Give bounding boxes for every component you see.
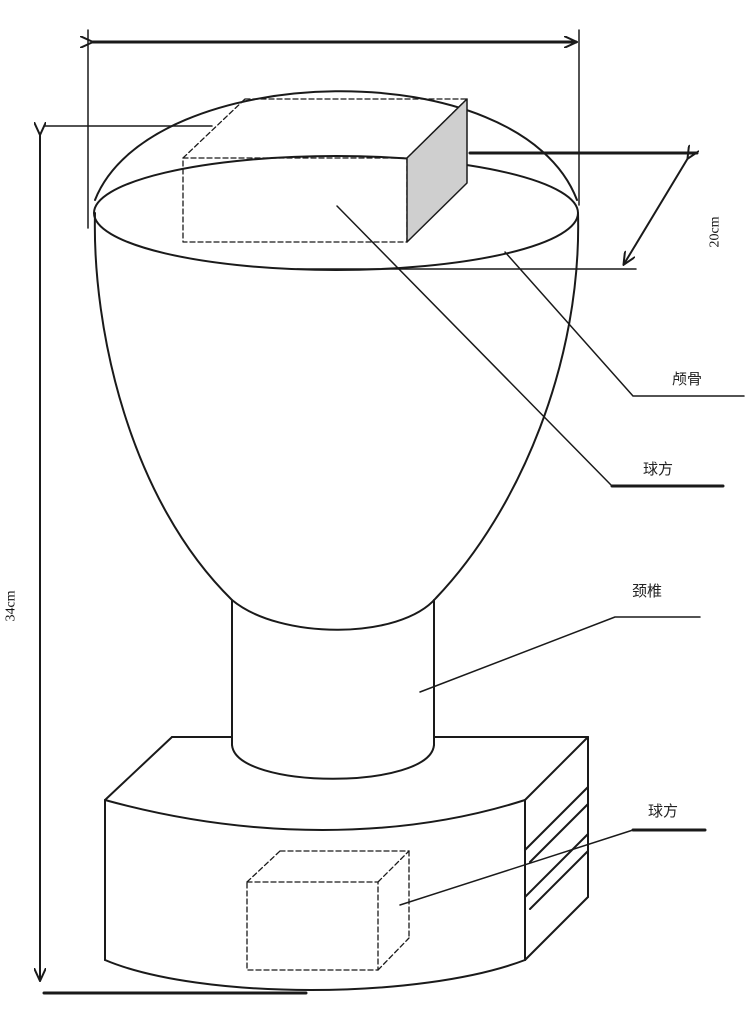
label-cervical: 颈椎 [632,582,663,600]
label-skull: 颅骨 [672,370,703,388]
skull-box [182,98,468,243]
leader-cervical [419,616,701,693]
label-ball-box-base: 球方 [648,802,679,820]
base-block [104,736,589,991]
head-face-outline [93,212,580,631]
neck-bottom-curve [231,744,435,780]
leader-ball-box-base [399,829,706,906]
dimension-depth-label: 20cm [707,216,723,248]
base-box [246,850,410,971]
dimension-height-label: 34cm [3,590,19,622]
skull-dome [94,90,578,201]
skull-box-shaded-face [406,98,468,243]
label-ball-box-head: 球方 [643,460,674,478]
leader-skull [504,251,745,397]
depth-dimension-line [624,158,688,264]
